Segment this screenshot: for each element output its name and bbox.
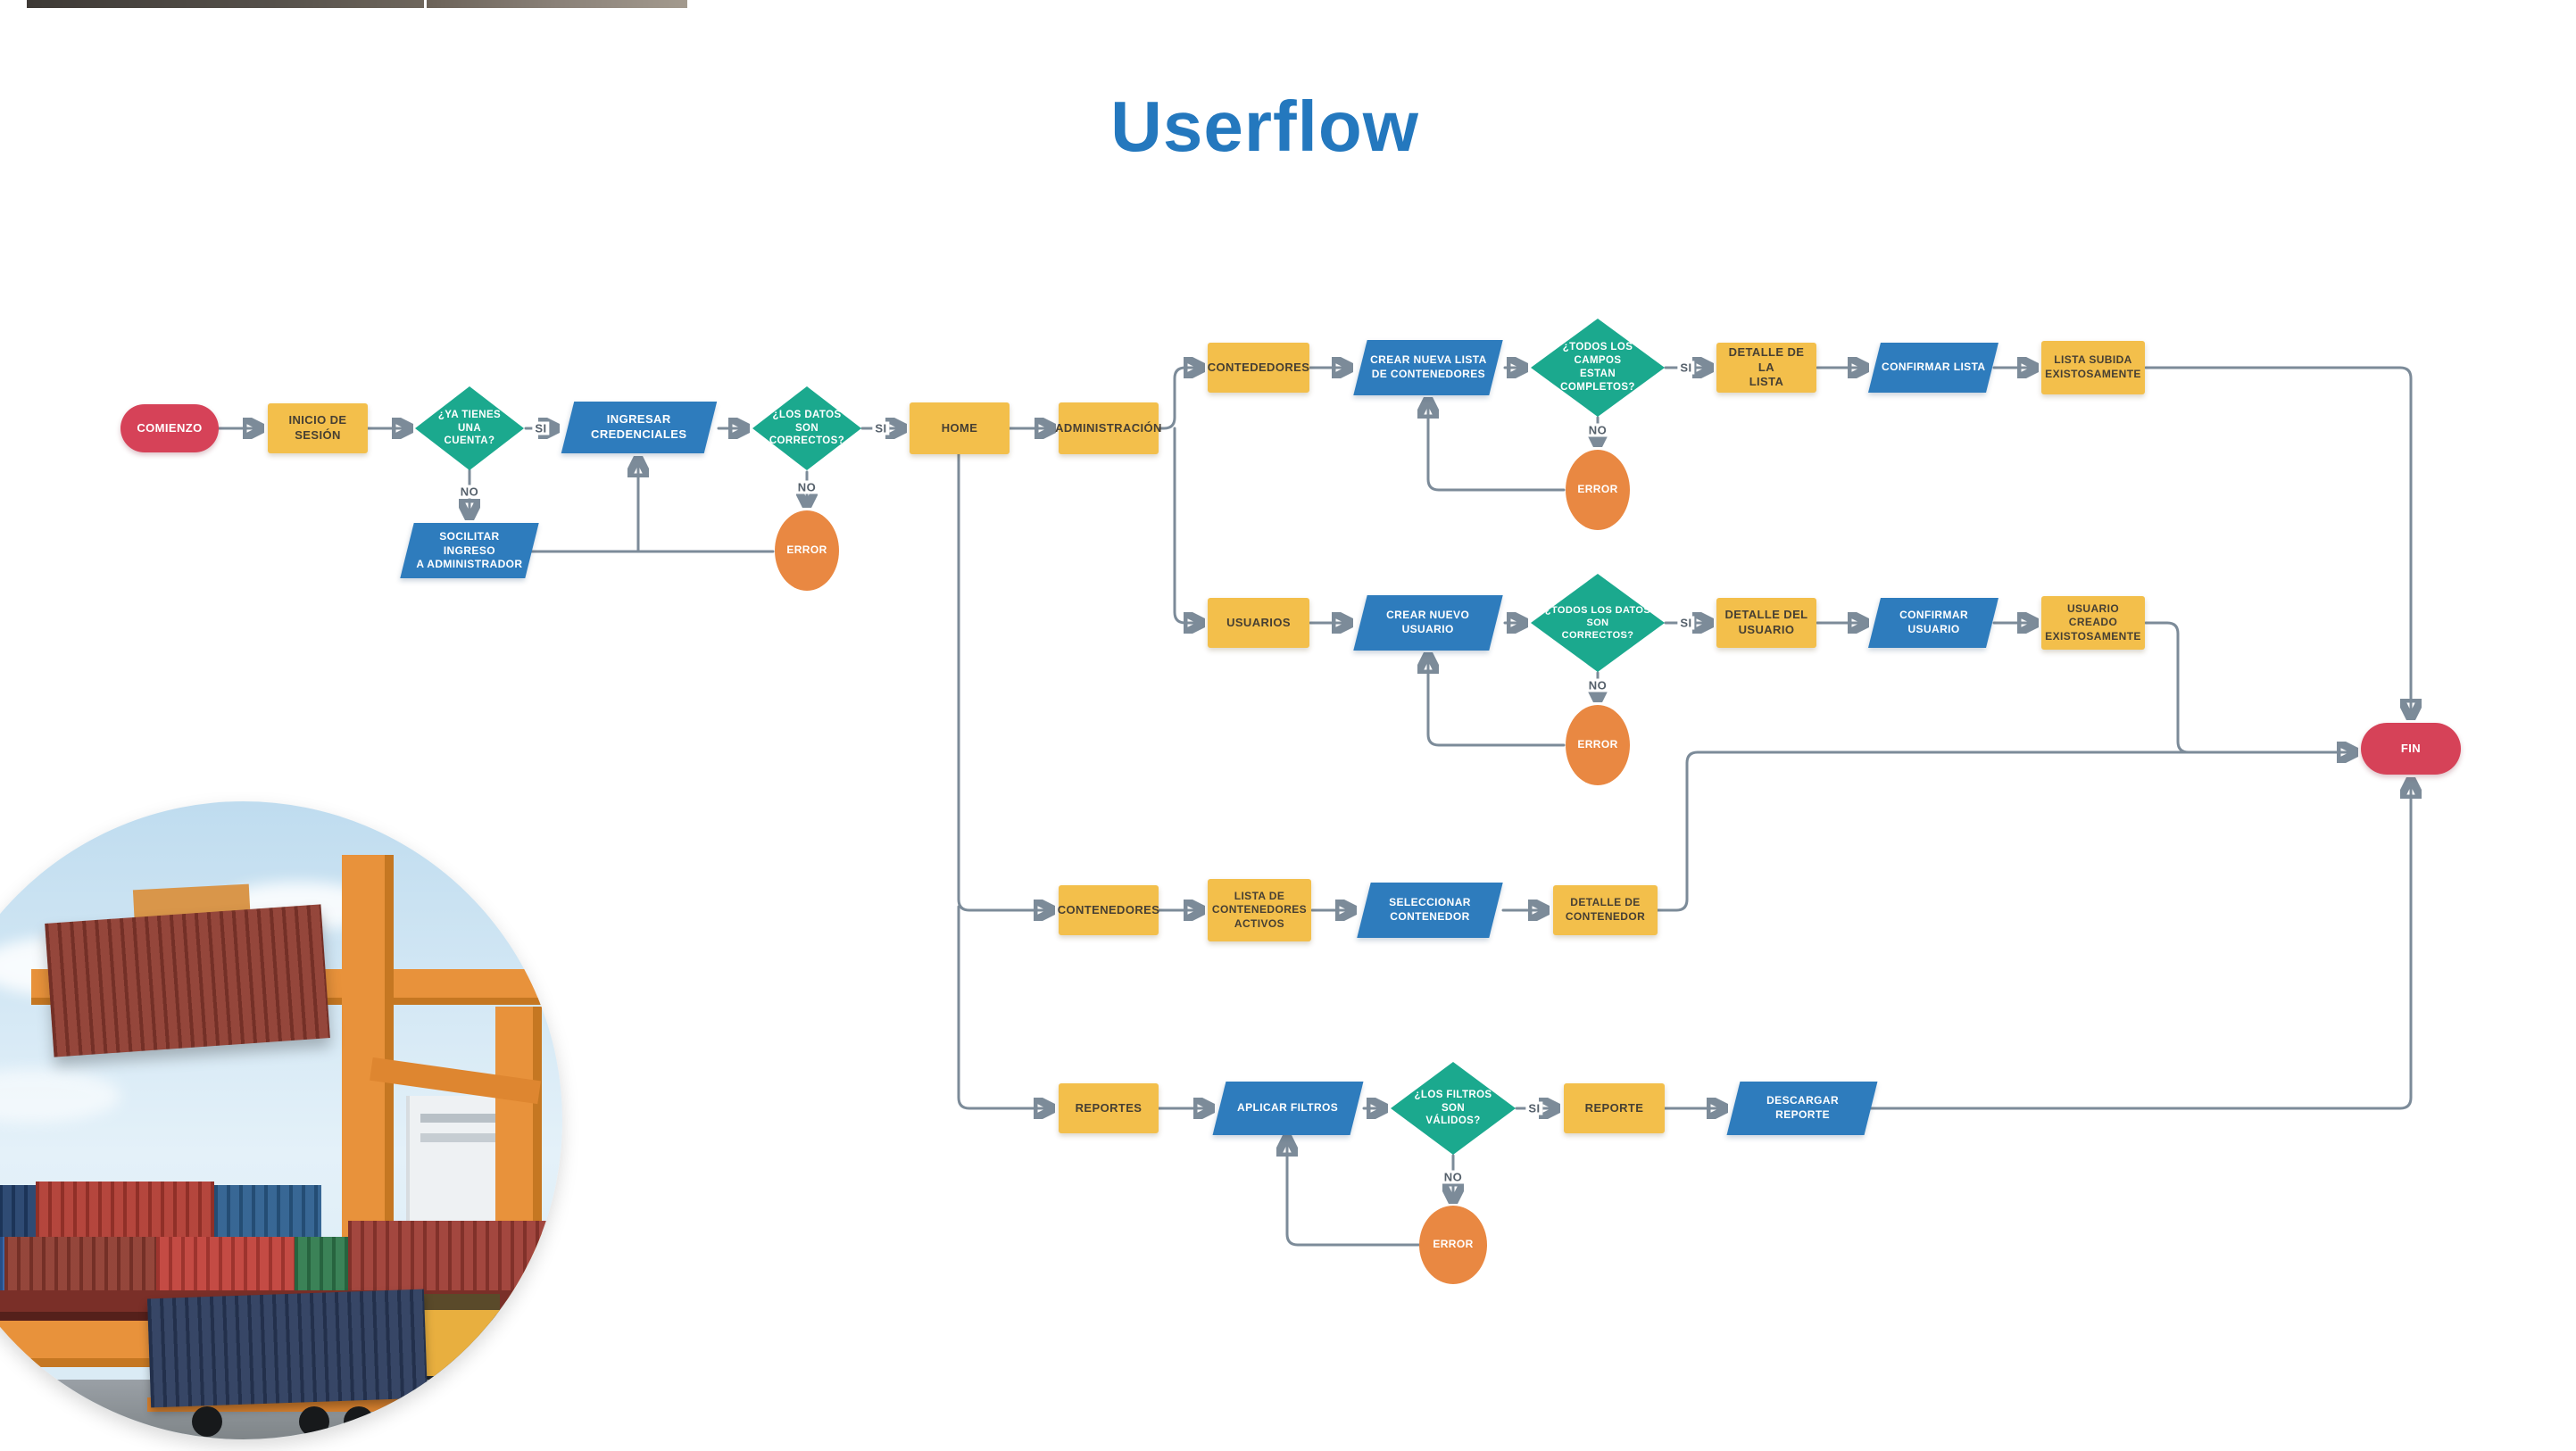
edge-label-si: SI <box>1677 616 1695 630</box>
node-lista-subida: LISTA SUBIDA EXISTOSAMENTE <box>2041 341 2145 394</box>
edge-label-no: NO <box>794 480 819 494</box>
node-detalle-lista: DETALLE DE LA LISTA <box>1716 343 1816 393</box>
node-error-filtros: ERROR <box>1419 1206 1487 1284</box>
truck-container <box>146 1289 428 1408</box>
node-reporte: REPORTE <box>1564 1083 1665 1133</box>
node-confirmar-lista: CONFIRMAR LISTA <box>1868 343 1998 393</box>
container <box>0 1185 36 1237</box>
wheel <box>192 1406 222 1437</box>
wheel <box>451 1396 485 1430</box>
node-reportes: REPORTES <box>1059 1083 1159 1133</box>
node-solicitar-ingreso: SOCILITAR INGRESO A ADMINISTRADOR <box>400 523 539 578</box>
node-detalle-contenedor: DETALLE DE CONTENEDOR <box>1553 885 1658 935</box>
container <box>0 1237 4 1290</box>
wheel <box>299 1406 329 1437</box>
port-photo <box>0 801 562 1439</box>
edge-label-si: SI <box>1525 1101 1543 1115</box>
node-contededores: CONTEDEDORES <box>1208 343 1309 393</box>
node-ingresar-credenciales: INGRESAR CREDENCIALES <box>561 402 718 453</box>
node-crear-nueva-lista: CREAR NUEVA LISTA DE CONTENEDORES <box>1353 340 1503 395</box>
node-comienzo: COMIENZO <box>120 404 219 452</box>
edge-label-si: SI <box>1677 361 1695 375</box>
edge-label-no: NO <box>1585 678 1610 692</box>
node-usuario-creado: USUARIO CREADO EXISTOSAMENTE <box>2041 596 2145 650</box>
node-contenedores: CONTENEDORES <box>1058 885 1159 935</box>
wheel <box>344 1406 374 1437</box>
node-error-campos: ERROR <box>1566 450 1630 530</box>
node-error-usuario: ERROR <box>1566 705 1630 785</box>
node-detalle-usuario: DETALLE DEL USUARIO <box>1716 598 1816 648</box>
node-aplicar-filtros: APLICAR FILTROS <box>1212 1082 1364 1135</box>
container <box>348 1221 562 1290</box>
truck-cab <box>424 1294 500 1376</box>
edge-label-si: SI <box>532 421 550 435</box>
container <box>4 1237 156 1290</box>
top-crop-strip <box>27 0 424 8</box>
node-confirmar-usuario: CONFIRMAR USUARIO <box>1868 598 1998 648</box>
edge-label-no: NO <box>1585 423 1610 437</box>
node-seleccionar-contenedor: SELECCIONAR CONTENEDOR <box>1357 883 1503 938</box>
top-crop-strip <box>427 0 687 8</box>
hanging-container <box>45 904 330 1057</box>
node-administracion: ADMINISTRACIÓN <box>1055 402 1161 454</box>
edge-label-no: NO <box>1441 1170 1466 1184</box>
node-error-login: ERROR <box>775 510 839 591</box>
container <box>214 1185 321 1237</box>
edge-label-no: NO <box>457 485 482 499</box>
node-usuarios: USUARIOS <box>1208 598 1309 648</box>
node-home: HOME <box>910 402 1010 454</box>
container <box>36 1182 214 1237</box>
page-title: Userflow <box>1110 87 1419 166</box>
node-lista-activos: LISTA DE CONTENEDORES ACTIVOS <box>1208 879 1311 941</box>
container <box>156 1237 295 1290</box>
container <box>295 1237 348 1290</box>
node-descargar-reporte: DESCARGAR REPORTE <box>1726 1082 1878 1135</box>
edge-label-si: SI <box>872 421 890 435</box>
node-crear-nuevo-usuario: CREAR NUEVO USUARIO <box>1353 595 1503 651</box>
node-inicio-de-sesion: INICIO DE SESIÓN <box>268 403 368 453</box>
node-fin: FIN <box>2361 723 2461 775</box>
